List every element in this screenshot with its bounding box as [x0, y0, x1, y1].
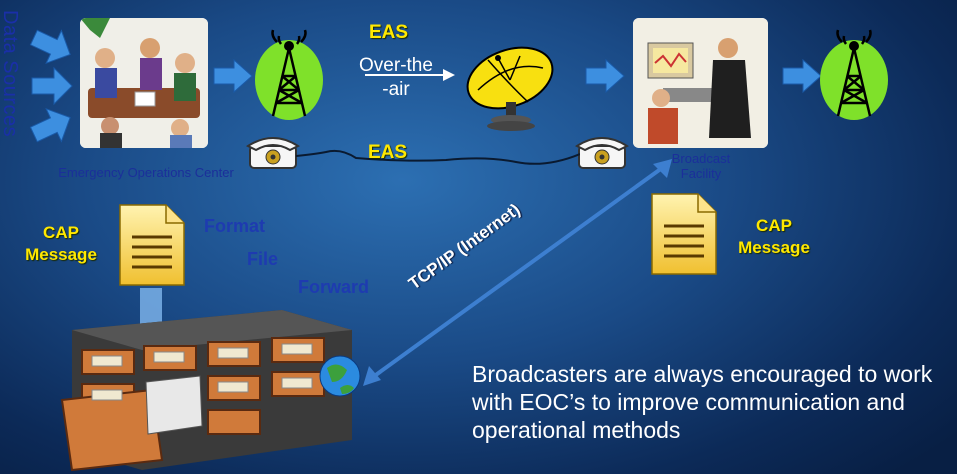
tcpip-arrow: [363, 159, 672, 386]
input-arrows: [29, 29, 73, 143]
arrow-broadcast-to-tower: [782, 58, 822, 94]
data-sources-label: Data Sources: [0, 10, 21, 138]
telephone-icon-2: [575, 137, 629, 169]
cap-message-left-label: CAP Message: [25, 223, 97, 264]
format-label: Format: [204, 216, 266, 236]
emergency-operations-center-image: [80, 18, 208, 148]
eas-top-label: EAS: [369, 22, 409, 43]
arrow-eoc-to-tower: [213, 58, 253, 94]
tower-icon-2: [820, 29, 888, 120]
arrow-dish-to-broadcast: [585, 58, 625, 94]
tower-icon: [255, 29, 323, 120]
eas-phone-label: EAS: [368, 142, 408, 163]
document-icon-left: [119, 204, 185, 286]
file-label: File: [247, 249, 279, 269]
telephone-icon: [246, 137, 300, 169]
body-text: Broadcasters are always encouraged to wo…: [472, 361, 933, 443]
file-cabinet-icon: [60, 310, 361, 472]
eoc-caption: Emergency Operations Center: [58, 165, 234, 180]
satellite-dish-icon: [466, 46, 554, 131]
broadcast-facility-caption: Broadcast Facility: [671, 151, 731, 181]
over-the-air-label: Over-the -air: [359, 55, 433, 100]
phone-wire: [296, 149, 580, 165]
forward-label: Forward: [298, 277, 370, 297]
over-the-air-arrow: [365, 69, 455, 81]
cap-message-right-label: CAP Message: [738, 216, 810, 257]
broadcast-facility-image: [633, 18, 768, 148]
document-icon-right: [651, 193, 717, 275]
